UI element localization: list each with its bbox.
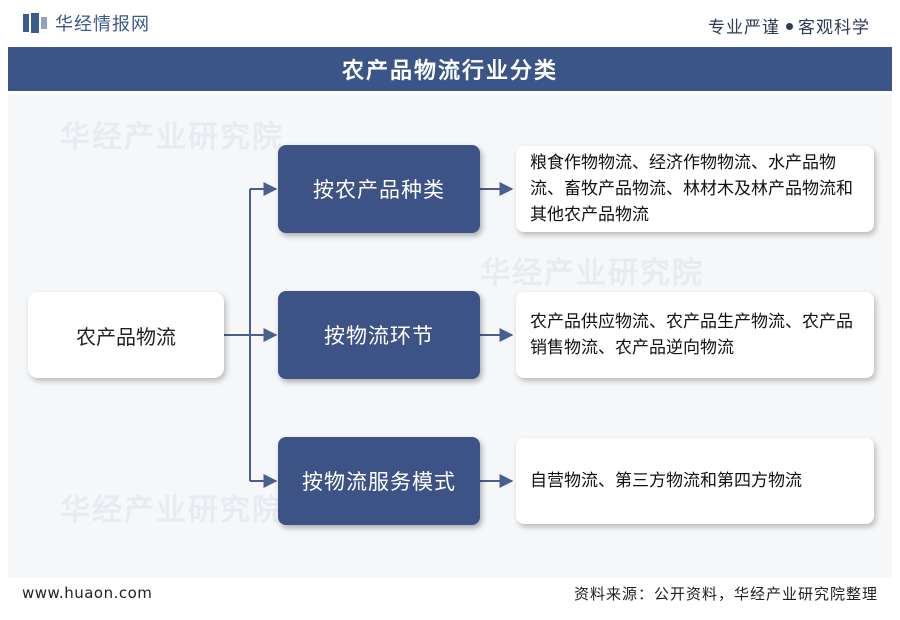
title-band: 农产品物流行业分类 xyxy=(8,47,892,91)
slogan-left: 专业严谨 xyxy=(708,18,780,38)
detail-node: 农产品供应物流、农产品生产物流、农产品销售物流、农产品逆向物流 xyxy=(516,292,874,378)
header-bar: 华经情报网 专业严谨客观科学 xyxy=(0,0,900,46)
detail-node: 自营物流、第三方物流和第四方物流 xyxy=(516,438,874,524)
branch-node: 按物流环节 xyxy=(278,291,480,379)
branch-node: 按物流服务模式 xyxy=(278,437,480,525)
logo-text: 华经情报网 xyxy=(55,14,150,35)
branch-node: 按农产品种类 xyxy=(278,145,480,233)
footer-source: 资料来源：公开资料，华经产业研究院整理 xyxy=(573,585,878,603)
slogan-right: 客观科学 xyxy=(798,18,870,38)
page-title: 农产品物流行业分类 xyxy=(341,59,558,84)
slogan-dot-icon xyxy=(786,23,793,30)
root-node: 农产品物流 xyxy=(28,292,224,378)
logo-icon xyxy=(23,13,47,33)
root-node-label: 农产品物流 xyxy=(76,324,176,349)
branch-node-label: 按物流服务模式 xyxy=(302,470,456,494)
branch-node-label: 按物流环节 xyxy=(324,324,434,348)
detail-node: 粮食作物物流、经济作物物流、水产品物流、畜牧产品物流、林材木及林产品物流和其他农… xyxy=(516,146,874,232)
detail-node-text: 自营物流、第三方物流和第四方物流 xyxy=(530,471,802,491)
logo: 华经情报网 xyxy=(22,10,150,36)
branch-node-label: 按农产品种类 xyxy=(313,178,445,202)
slogan: 专业严谨客观科学 xyxy=(708,13,870,38)
detail-node-text: 粮食作物物流、经济作物物流、水产品物流、畜牧产品物流、林材木及林产品物流和其他农… xyxy=(530,153,853,225)
footer-website[interactable]: www.huaon.com xyxy=(22,584,153,602)
detail-node-text: 农产品供应物流、农产品生产物流、农产品销售物流、农产品逆向物流 xyxy=(530,312,853,358)
